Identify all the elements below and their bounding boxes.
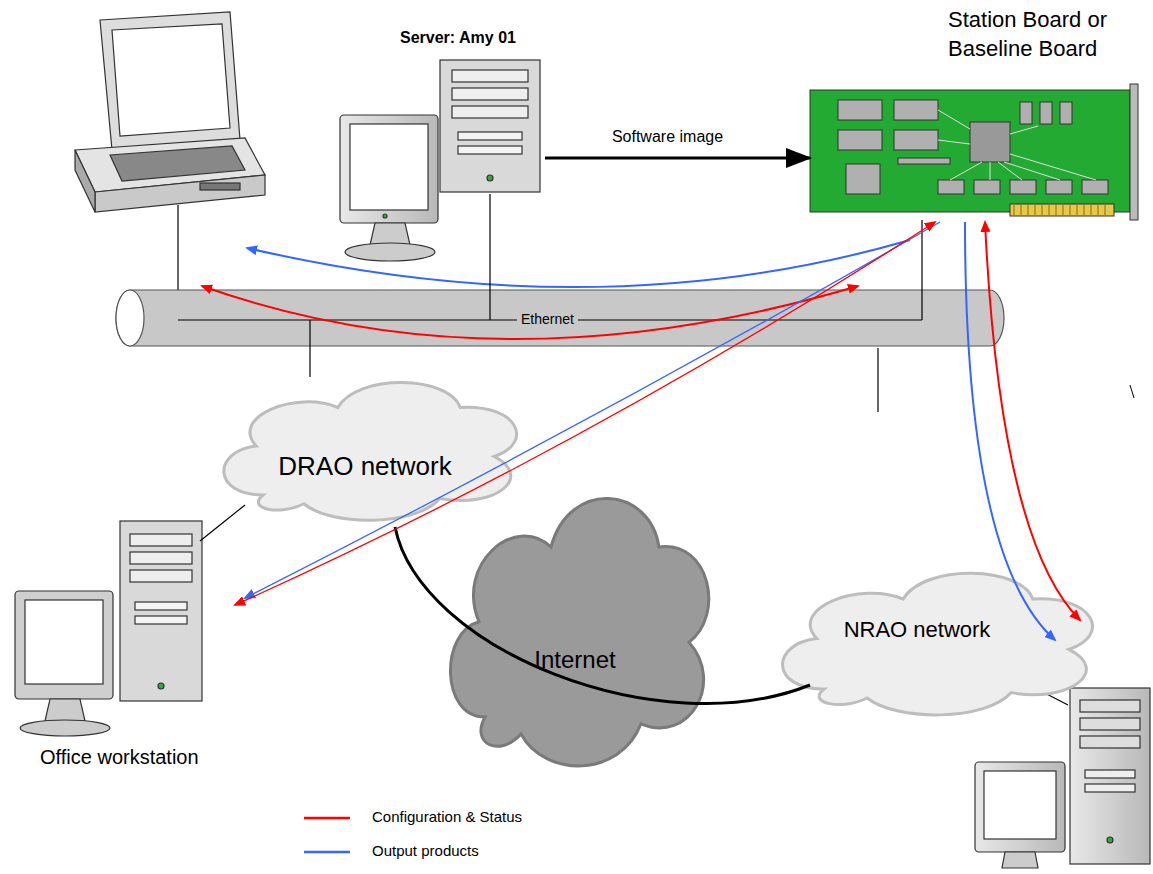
legend-label: Output products: [372, 842, 479, 859]
server-icon-shape: [378, 28, 548, 194]
node-label: NRAO network: [844, 617, 991, 643]
legend-sample: [300, 840, 360, 864]
connector: [309, 320, 310, 377]
node-label: Office workstation: [40, 745, 255, 769]
node-label: Internet: [534, 646, 615, 675]
node-label: Ethernet: [517, 311, 578, 328]
workstation-icon-shape: [10, 515, 255, 777]
legend-sample: [300, 806, 360, 830]
workstation-icon: [975, 688, 1150, 868]
circuit-board: Station Board or Baseline Board: [798, 4, 1150, 220]
connector: [921, 220, 922, 320]
connector: [235, 222, 935, 605]
legend-label: Configuration & Status: [372, 808, 522, 825]
tick-mark: [1130, 385, 1134, 398]
connector: [545, 157, 810, 160]
connector: [245, 222, 940, 598]
legend-swatch: [304, 817, 350, 820]
network-drop: [877, 348, 878, 412]
connector: [489, 194, 490, 320]
connector: [985, 222, 1080, 620]
server-icon: Server: Amy 01: [378, 28, 548, 194]
connector: [965, 222, 1055, 640]
connector: [395, 527, 810, 703]
node-label: DRAO network: [278, 451, 451, 482]
network-cloud-shape: [195, 355, 535, 530]
network-cloud-shape: [425, 445, 725, 785]
workstation-icon: Office workstation: [10, 515, 255, 777]
laptop-icon: [75, 12, 265, 320]
network-cloud: Internet: [425, 445, 725, 785]
connector: [200, 505, 245, 541]
edge-label: Software image: [612, 128, 723, 146]
legend-swatch: [304, 851, 350, 854]
node-label: Server: Amy 01: [400, 28, 548, 47]
output-arrow: [247, 240, 910, 287]
network-cloud: DRAO network: [195, 355, 535, 530]
node-label: Station Board or Baseline Board: [948, 6, 1148, 63]
network-cloud: NRAO network: [752, 545, 1112, 725]
monitor-icon: [340, 115, 438, 261]
